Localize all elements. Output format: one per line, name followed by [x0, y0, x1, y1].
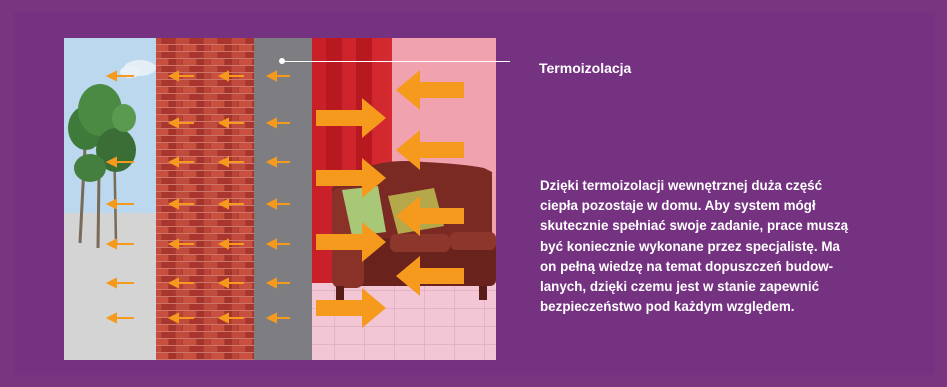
- description-text: Dzięki termoizolacji wewnętrznej duża cz…: [540, 176, 915, 317]
- description-line: bezpieczeństwo pod każdym względem.: [540, 299, 795, 315]
- description-line: lanych, dzięki czemu jest w stanie zapew…: [540, 279, 820, 295]
- description-line: ciepła pozostaje w domu. Aby system mógł: [540, 198, 816, 214]
- insulation-layer: [254, 38, 312, 360]
- insulation-label: Termoizolacja: [539, 60, 632, 76]
- heat-flow-arrows-small: [105, 70, 290, 324]
- heat-arrows-right: [316, 98, 386, 328]
- brick-wall-layer: [156, 38, 254, 360]
- description-line: Dzięki termoizolacji wewnętrznej duża cz…: [540, 178, 823, 193]
- heat-arrows-left: [396, 70, 464, 296]
- label-pointer-line: [282, 61, 510, 62]
- outdoor-area: [64, 38, 156, 360]
- description-line: skutecznie spełniać swoje zadanie, prace…: [540, 218, 849, 234]
- tree-icon: [68, 84, 136, 249]
- description-line: on pełną wiedzę na temat dopuszczeń budo…: [540, 258, 834, 274]
- description-line: być koniecznie wykonane przez specjalist…: [540, 238, 840, 254]
- wall-cross-section-illustration: [64, 38, 496, 360]
